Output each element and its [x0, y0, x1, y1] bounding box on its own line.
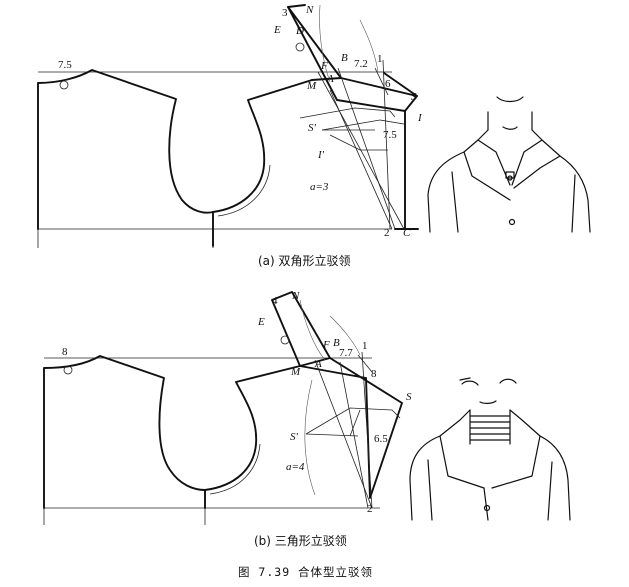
label-a-M: M — [306, 80, 317, 92]
label-a-3: 3 — [282, 7, 288, 19]
front-bodice-outline-a — [212, 79, 313, 213]
label-a-C: C — [403, 227, 411, 239]
label-a-B: B — [341, 52, 348, 64]
label-a-I: I — [417, 112, 423, 124]
label-a-2: 2 — [384, 227, 390, 239]
label-a-N: N — [305, 4, 314, 16]
label-b-E: E — [257, 316, 265, 328]
label-b-7-7: 7.7 — [339, 347, 353, 359]
label-b-8-left: 8 — [62, 346, 68, 358]
caption-b: (b) 三角形立驳领 — [254, 533, 347, 548]
label-b-4: 4 — [272, 295, 278, 307]
panel-b — [43, 291, 403, 525]
front-bodice-outline-b — [204, 365, 301, 491]
label-b-A: A — [314, 358, 322, 370]
label-b-8-right: 8 — [371, 368, 377, 380]
label-b-M: M — [290, 366, 301, 378]
label-a-6: 6 — [385, 78, 391, 90]
back-bodice-outline-a — [37, 69, 214, 247]
label-a-F: F — [320, 60, 328, 72]
label-a-7-5-left: 7.5 — [58, 59, 72, 71]
label-a-S: S — [411, 91, 417, 103]
label-a-1: 1 — [377, 53, 383, 65]
collar-stand-b — [271, 291, 403, 499]
figure-caption: 图 7.39 合体型立驳领 — [238, 565, 373, 579]
label-b-S: S — [406, 391, 412, 403]
label-b-B: B — [333, 337, 340, 349]
label-b-2: 2 — [367, 503, 373, 515]
label-a-A: A — [326, 73, 334, 85]
back-bodice-outline-b — [43, 355, 206, 509]
label-b-1: 1 — [362, 340, 368, 352]
label-b-N: N — [291, 290, 300, 302]
label-a-S-prime: S' — [308, 122, 317, 134]
label-b-S-prime: S' — [290, 431, 299, 443]
collar-stand-a — [287, 6, 418, 112]
label-a-7-5: 7.5 — [383, 129, 397, 141]
label-a-E: E — [273, 24, 281, 36]
caption-a: (a) 双角形立驳领 — [258, 253, 351, 268]
label-a-I-prime: I' — [317, 149, 325, 161]
label-a-7-2: 7.2 — [354, 58, 368, 70]
label-b-F: F — [322, 339, 330, 351]
label-b-aeq: a=4 — [286, 461, 305, 473]
label-b-6-5: 6.5 — [374, 433, 388, 445]
label-a-aeq: a=3 — [310, 181, 329, 193]
panel-a — [37, 4, 419, 248]
label-a-D: D — [295, 25, 304, 37]
sketch-double-lapel — [427, 96, 591, 233]
sketch-triangle-lapel — [409, 377, 571, 521]
